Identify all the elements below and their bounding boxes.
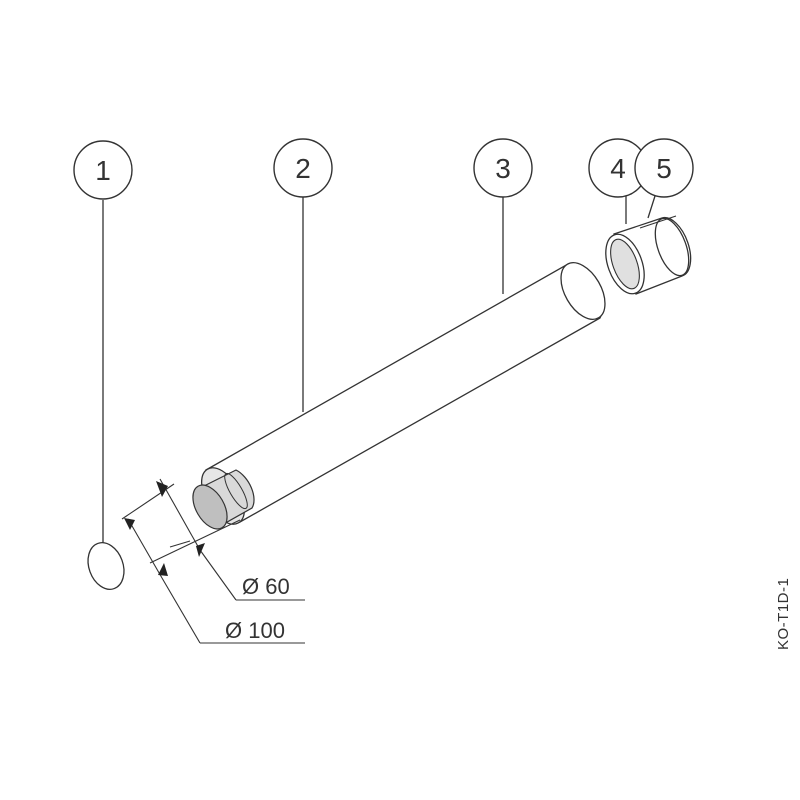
callout-1-label: 1 (95, 155, 111, 186)
callout-4: 4 (588, 138, 648, 198)
leader-lines (102, 195, 656, 543)
coupling-rings (605, 215, 692, 295)
callout-5-label: 5 (656, 153, 672, 184)
callout-2-label: 2 (295, 153, 311, 184)
callout-5: 5 (634, 138, 694, 198)
callout-1: 1 (73, 140, 133, 200)
dimension-outer-label: Ø 100 (225, 618, 285, 643)
gasket-ring (87, 542, 125, 590)
callout-3: 3 (473, 138, 533, 198)
drawing-code: KO-T1D-1 (775, 578, 792, 650)
dimension-lines (121, 478, 305, 644)
callout-3-label: 3 (495, 153, 511, 184)
callout-4-label: 4 (610, 153, 626, 184)
flue-pipe (192, 262, 606, 530)
dimension-inner-label: Ø 60 (242, 574, 290, 599)
callout-2: 2 (273, 138, 333, 198)
